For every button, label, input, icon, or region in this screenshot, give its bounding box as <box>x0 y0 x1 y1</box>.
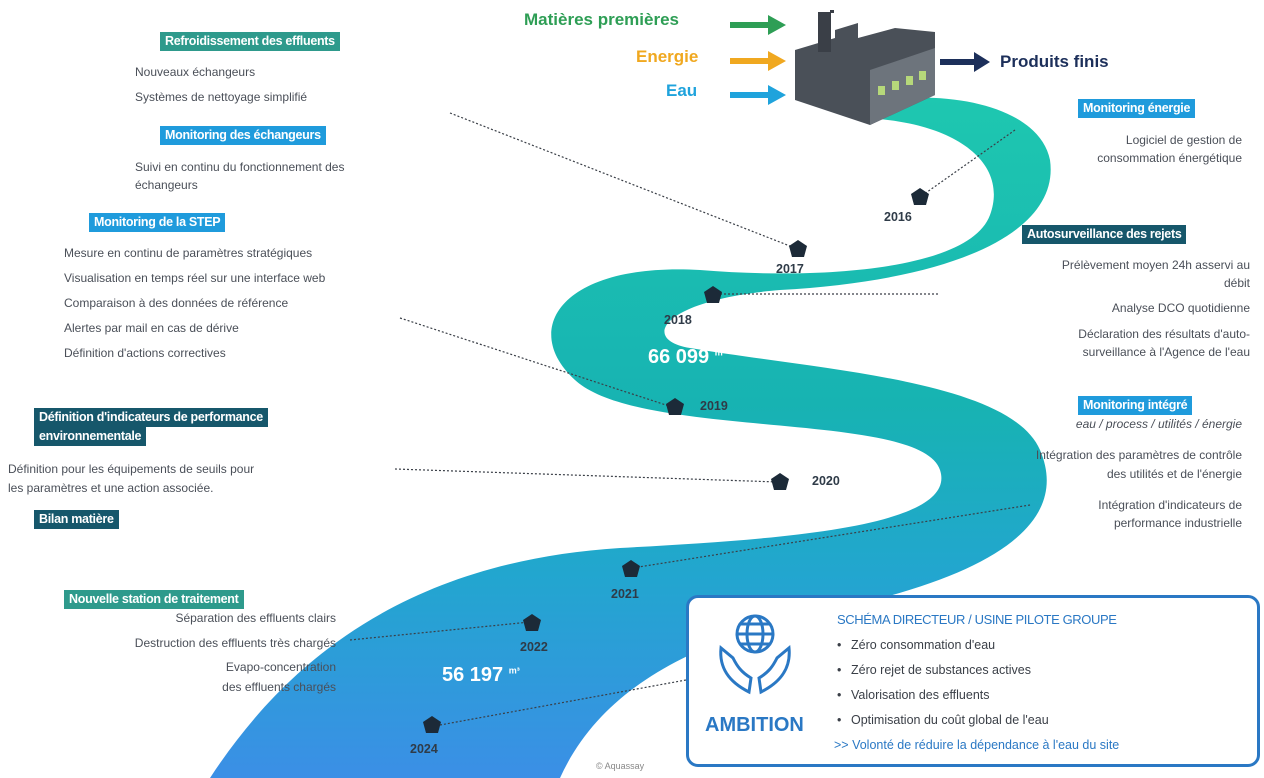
discharge-line-3: Analyse DCO quotidienne <box>1111 301 1250 315</box>
volume-2018: 66 099 m³ <box>648 346 726 368</box>
step-line-2: Visualisation en temps réel sur une inte… <box>64 271 326 285</box>
cooling-line-1: Nouveaux échangeurs <box>135 65 256 79</box>
station-line-2: Destruction des effluents très chargés <box>134 636 336 650</box>
globe-hands-icon <box>719 614 791 695</box>
ambition-panel: AMBITION SCHÉMA DIRECTEUR / USINE PILOTE… <box>686 595 1260 767</box>
step-line-5: Définition d'actions correctives <box>64 346 226 360</box>
year-2020: 2020 <box>812 474 840 488</box>
ambition-bullet-1: •Zéro consommation d'eau <box>837 638 996 652</box>
year-2019: 2019 <box>700 399 728 413</box>
year-2016: 2016 <box>884 210 912 224</box>
winding-road <box>210 97 1051 778</box>
year-2024: 2024 <box>410 742 438 756</box>
ambition-title: SCHÉMA DIRECTEUR / USINE PILOTE GROUPE <box>837 612 1117 627</box>
treatment-station-tag: Nouvelle station de traitement <box>64 590 244 609</box>
step-line-4: Alertes par mail en cas de dérive <box>64 321 239 335</box>
factory-icon <box>795 10 935 125</box>
discharge-monitoring-tag: Autosurveillance des rejets <box>1022 225 1187 244</box>
integrated-monitoring-tag: Monitoring intégré <box>1078 396 1193 415</box>
ambition-label: AMBITION <box>705 714 804 736</box>
copyright-text: © Aquassay <box>596 761 645 771</box>
year-2021: 2021 <box>611 587 639 601</box>
raw-materials-label: Matières premières <box>524 10 679 29</box>
integrated-line-3: Intégration d'indicateurs de <box>1098 498 1242 512</box>
ambition-bullet-4: •Optimisation du coût global de l'eau <box>837 713 1049 727</box>
ambition-bullet-2: •Zéro rejet de substances actives <box>837 663 1031 677</box>
discharge-line-5: surveillance à l'Agence de l'eau <box>1082 345 1250 359</box>
discharge-line-4: Déclaration des résultats d'auto- <box>1078 327 1250 341</box>
year-2018: 2018 <box>664 313 692 327</box>
indicators-tag-line-2: environnementale <box>34 427 147 446</box>
integrated-line-4: performance industrielle <box>1113 516 1242 530</box>
cooling-line-2: Systèmes de nettoyage simplifié <box>135 90 308 104</box>
discharge-line-1: Prélèvement moyen 24h asservi au <box>1061 258 1250 272</box>
indicators-tag-line-1: Définition d'indicateurs de performance <box>34 408 268 427</box>
volume-2022: 56 197 m³ <box>442 664 520 686</box>
station-line-3: Evapo-concentration <box>225 660 336 674</box>
material-balance-tag: Bilan matière <box>34 510 119 529</box>
exchangers-line-2: échangeurs <box>135 178 198 192</box>
year-2017: 2017 <box>776 262 804 276</box>
energy-line-2: consommation énergétique <box>1097 151 1242 165</box>
indicators-line-2: les paramètres et une action associée. <box>8 481 214 495</box>
water-input-label: Eau <box>666 81 698 100</box>
volume-2020: 61 716 m³ <box>722 510 800 532</box>
discharge-line-2: débit <box>1223 276 1250 290</box>
integrated-line-2: des utilités et de l'énergie <box>1106 467 1242 481</box>
year-2022: 2022 <box>520 640 548 654</box>
station-line-1: Séparation des effluents clairs <box>175 611 336 625</box>
station-line-4: des effluents chargés <box>222 680 336 694</box>
integrated-subtitle: eau / process / utilités / énergie <box>1075 417 1242 431</box>
exchangers-monitoring-tag: Monitoring des échangeurs <box>160 126 326 145</box>
step-line-3: Comparaison à des données de référence <box>64 296 289 310</box>
energy-line-1: Logiciel de gestion de <box>1125 133 1242 147</box>
step-line-1: Mesure en continu de paramètres stratégi… <box>64 246 313 260</box>
indicators-line-1: Définition pour les équipements de seuil… <box>8 462 255 476</box>
energy-input-label: Energie <box>636 47 699 66</box>
cooling-tag: Refroidissement des effluents <box>160 32 340 51</box>
step-monitoring-tag: Monitoring de la STEP <box>89 213 226 232</box>
ambition-bullet-3: •Valorisation des effluents <box>837 688 990 702</box>
exchangers-line-1: Suivi en continu du fonctionnement des <box>135 160 345 174</box>
finished-products-label: Produits finis <box>1000 52 1109 71</box>
ambition-goal: >> Volonté de réduire la dépendance à l'… <box>834 738 1120 752</box>
integrated-line-1: Intégration des paramètres de contrôle <box>1035 448 1242 462</box>
energy-monitoring-tag: Monitoring énergie <box>1078 99 1196 118</box>
